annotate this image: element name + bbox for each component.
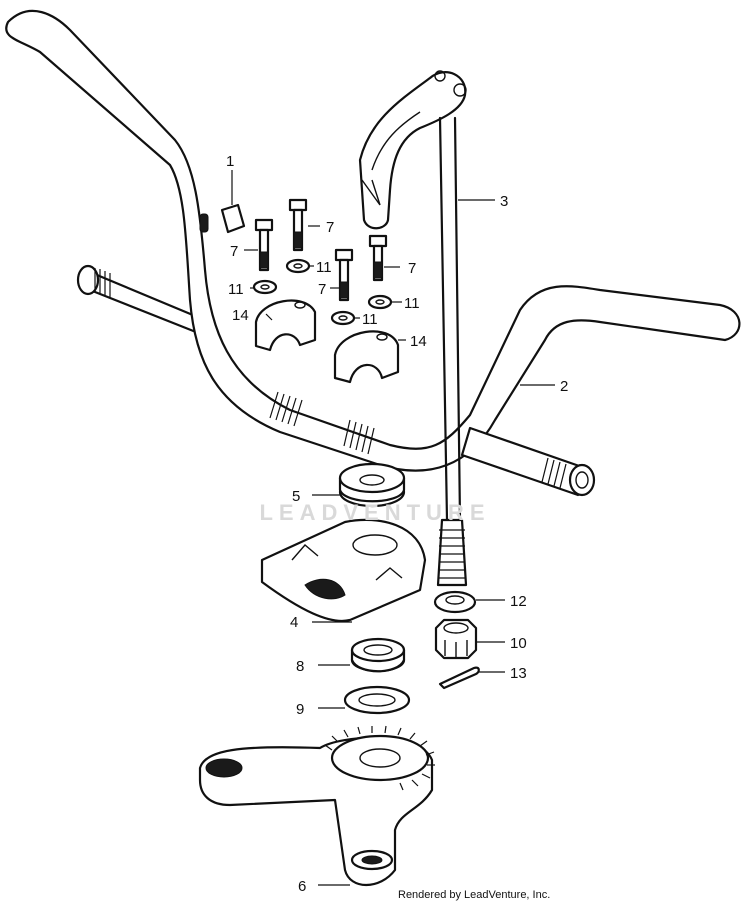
spacer-part-5 (338, 462, 406, 508)
callout-11c: 11 (362, 311, 378, 328)
shift-lever-part (358, 70, 468, 587)
callout-4: 4 (290, 614, 298, 631)
steering-arm-part-6 (198, 725, 435, 886)
credit-text: Rendered by LeadVenture, Inc. (398, 889, 551, 901)
callout-11d: 11 (404, 295, 420, 312)
callout-6: 6 (298, 878, 306, 895)
callout-7d: 7 (408, 260, 416, 277)
callout-7c: 7 (318, 281, 326, 298)
callout-9: 9 (296, 701, 304, 718)
washer-parts (252, 258, 393, 326)
callout-1: 1 (226, 153, 234, 170)
callout-11a: 11 (228, 281, 244, 298)
callout-labels: 1 2 3 4 5 6 7 7 7 7 8 9 10 11 11 11 11 1… (226, 153, 568, 895)
callout-7b: 7 (230, 243, 238, 260)
callout-13: 13 (510, 665, 527, 682)
clamp-parts (254, 299, 400, 384)
callout-2: 2 (560, 378, 568, 395)
bearing-part-8 (350, 637, 406, 673)
bracket-part-4 (260, 518, 427, 622)
callout-7a: 7 (326, 219, 334, 236)
callout-5: 5 (292, 488, 300, 505)
cotter-pin-part-13 (438, 666, 480, 690)
callout-12: 12 (510, 593, 527, 610)
watermark-text: LEADVENTURE (259, 500, 491, 525)
castle-nut-part-10 (434, 618, 478, 660)
callout-3: 3 (500, 193, 508, 210)
washer-part-12 (433, 590, 477, 614)
handlebar-part (5, 9, 741, 497)
callout-8: 8 (296, 658, 304, 675)
callout-14a: 14 (232, 307, 249, 324)
nut-part-1 (220, 203, 246, 234)
bolt-parts (254, 198, 388, 302)
washer-part-9 (343, 685, 411, 715)
callout-10: 10 (510, 635, 527, 652)
callout-11b: 11 (316, 259, 332, 276)
leader-lines (231, 170, 555, 886)
callout-14b: 14 (410, 333, 427, 350)
